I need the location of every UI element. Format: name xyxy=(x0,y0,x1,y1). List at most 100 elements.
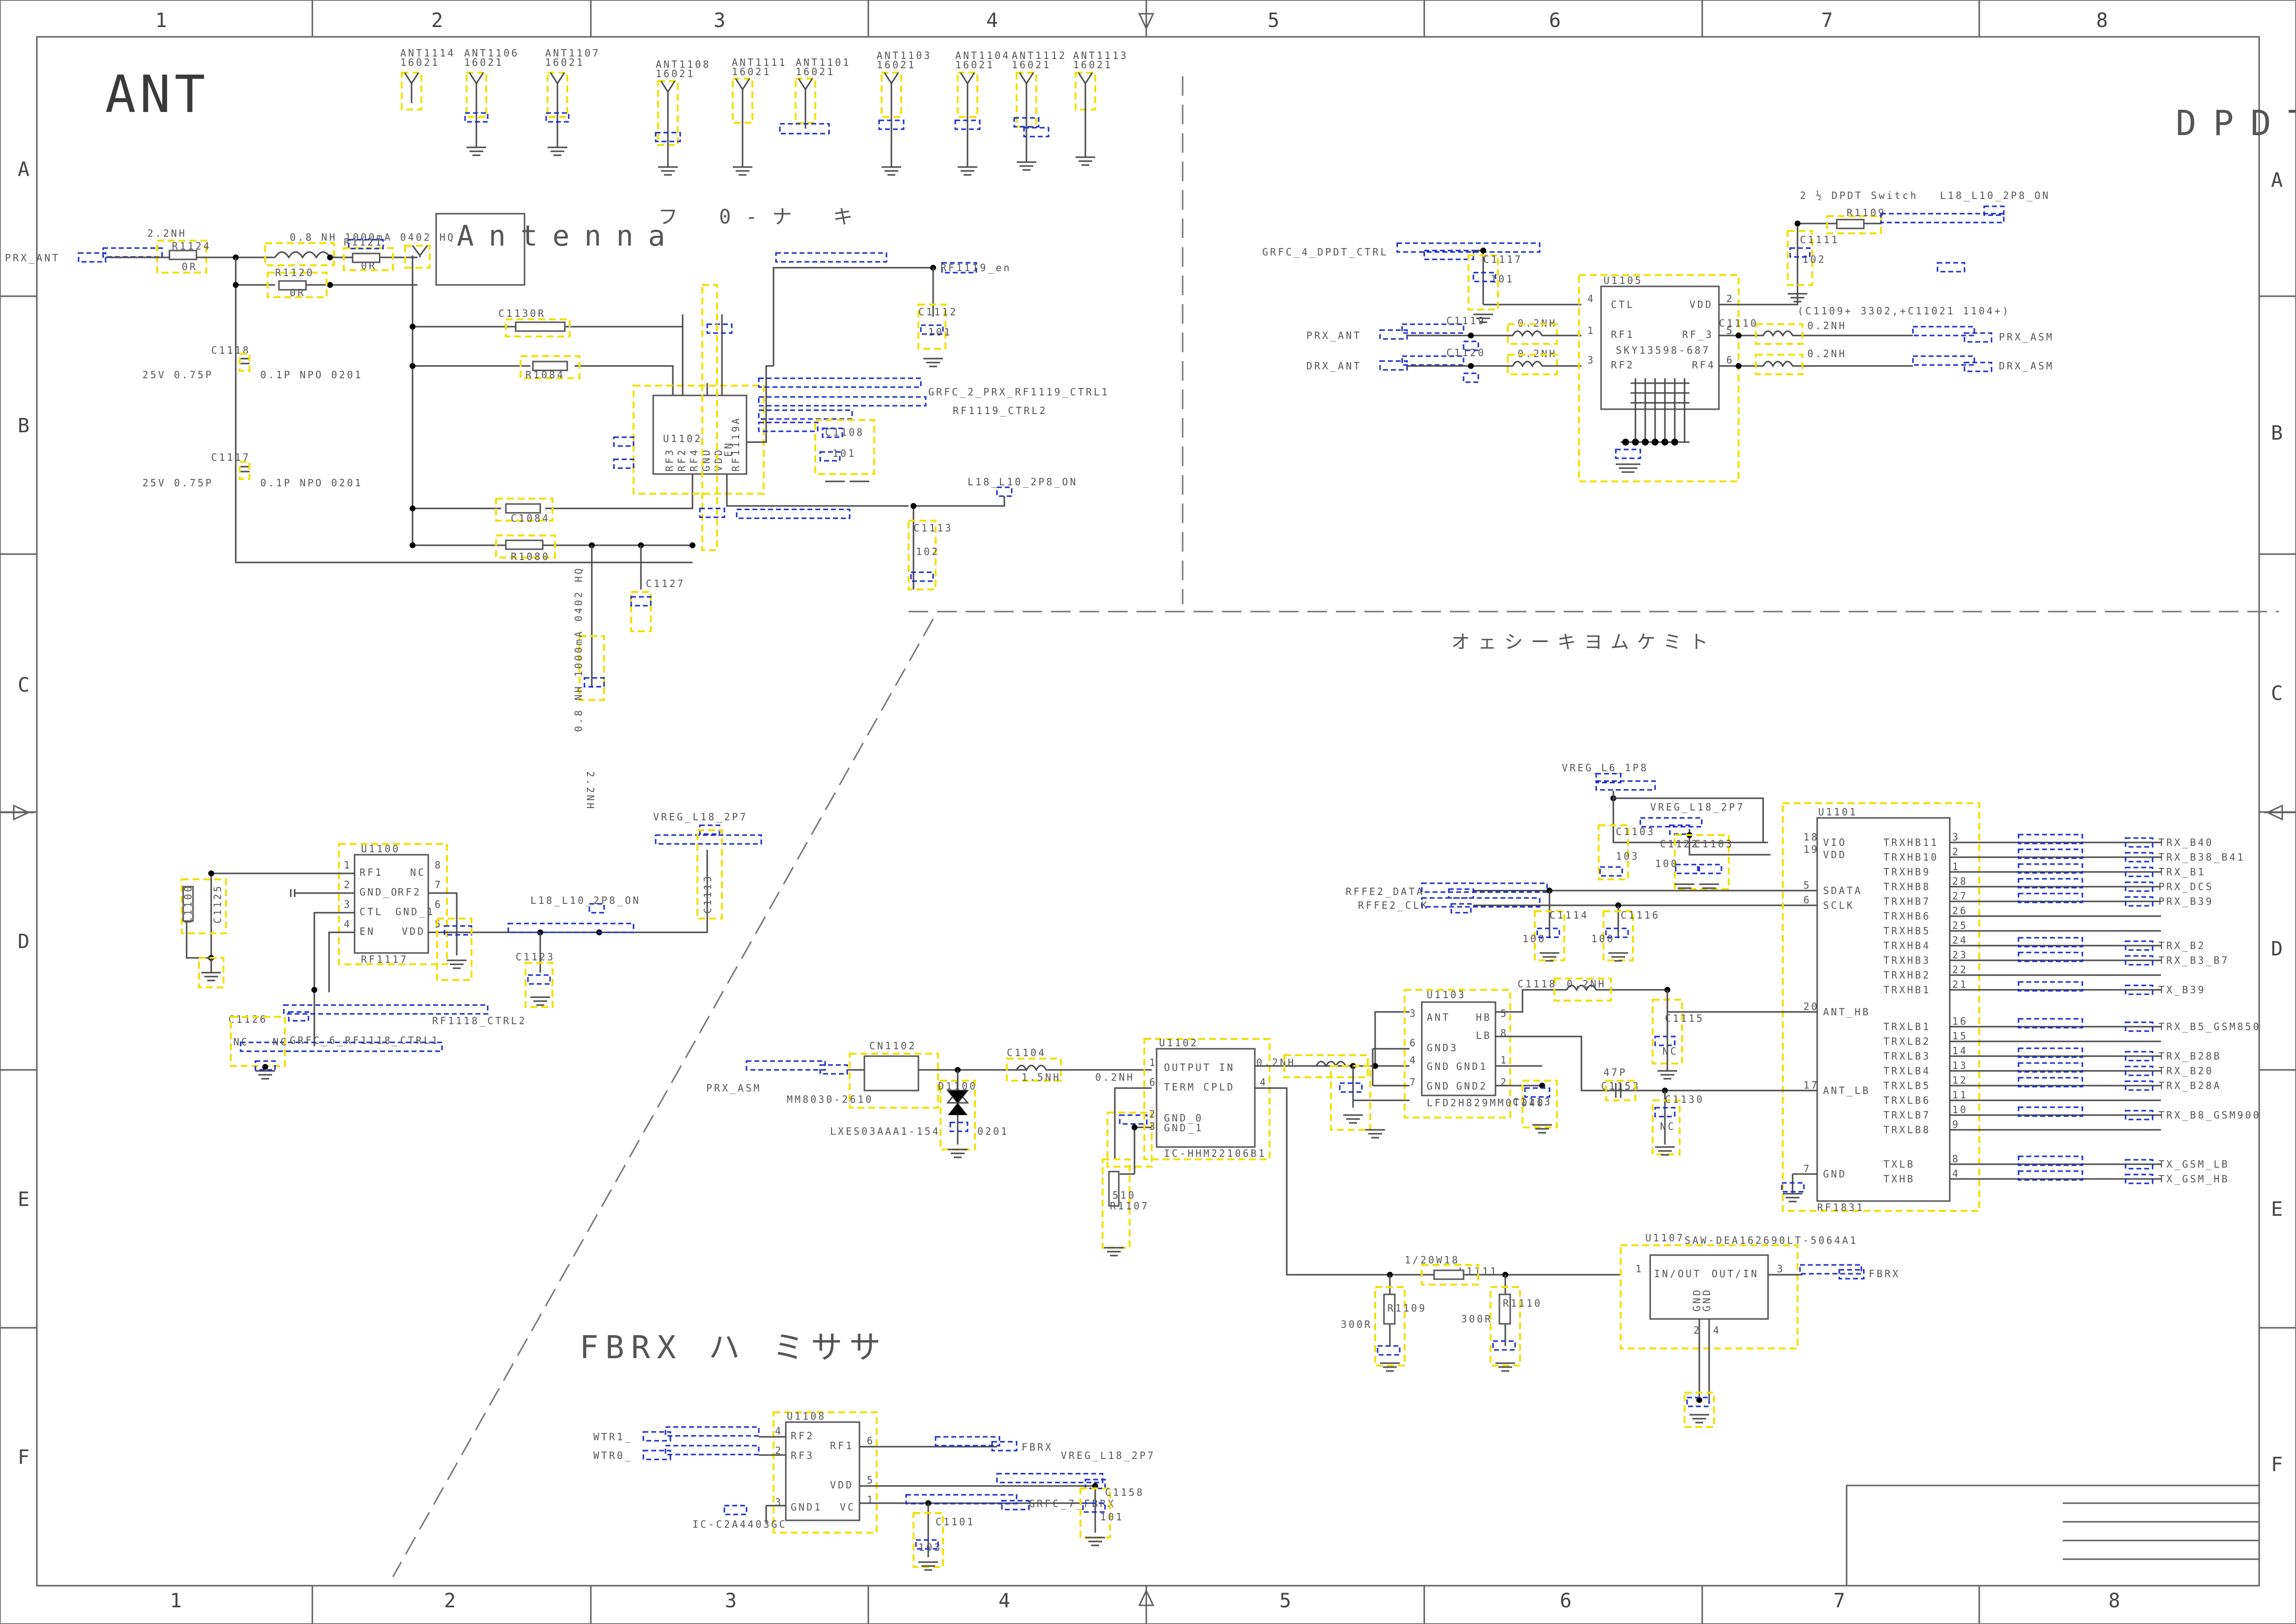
svg-text:GND: GND xyxy=(1691,1288,1703,1312)
svg-text:2.2NH: 2.2NH xyxy=(584,771,596,811)
pin-name: TXHB xyxy=(1883,1173,1915,1185)
svg-text:C1130R: C1130R xyxy=(498,308,546,319)
svg-text:101: 101 xyxy=(1100,1511,1124,1523)
col-label: 2 xyxy=(431,9,443,32)
svg-text:GND: GND xyxy=(1701,1288,1713,1312)
svg-text:16021: 16021 xyxy=(656,68,695,80)
net-flag xyxy=(2018,1170,2083,1181)
pin-number: 25 xyxy=(1952,920,1968,931)
pin-name: TRXHB6 xyxy=(1883,910,1931,922)
net-port xyxy=(2125,940,2154,951)
net-flag xyxy=(2018,863,2083,874)
svg-text:0.2NH: 0.2NH xyxy=(1567,978,1606,990)
svg-text:U1100: U1100 xyxy=(361,843,400,855)
svg-text:ANT1111: ANT1111 xyxy=(732,56,787,68)
prx-asm-area: PRX_ASM CN1102 MM8030-2610 D1100 LXES03A… xyxy=(706,1040,1153,1257)
svg-text:RF2: RF2 xyxy=(1611,359,1634,371)
svg-text:5: 5 xyxy=(1726,325,1734,336)
svg-text:47P: 47P xyxy=(1604,1066,1627,1078)
svg-text:16021: 16021 xyxy=(400,56,440,68)
svg-text:7: 7 xyxy=(435,879,443,891)
svg-text:GND_O: GND_O xyxy=(360,886,399,898)
svg-text:5: 5 xyxy=(867,1474,875,1486)
svg-text:PRX_ASM: PRX_ASM xyxy=(1999,331,2054,343)
net-label: TRX_B38_B41 xyxy=(2158,851,2245,863)
svg-text:0.8 NH 1000mA 0402 HQ: 0.8 NH 1000mA 0402 HQ xyxy=(573,566,584,732)
svg-text:PRX_ANT: PRX_ANT xyxy=(1306,330,1361,341)
svg-text:3: 3 xyxy=(1587,354,1595,366)
svg-text:C1125: C1125 xyxy=(212,884,223,924)
net-label: TRX_B2 xyxy=(2158,940,2206,952)
svg-text:2 ½ DPDT Switch: 2 ½ DPDT Switch xyxy=(1800,190,1918,201)
svg-text:4: 4 xyxy=(1260,1076,1268,1088)
svg-text:TERM CPLD: TERM CPLD xyxy=(1164,1081,1235,1093)
svg-text:1: 1 xyxy=(1149,1057,1157,1068)
svg-text:RF4: RF4 xyxy=(1692,359,1715,371)
pin-number: 5 xyxy=(1803,879,1811,891)
svg-text:C1113: C1113 xyxy=(702,874,714,914)
svg-text:0.2NH: 0.2NH xyxy=(1807,320,1847,332)
col-label: 7 xyxy=(1821,9,1833,32)
svg-text:4: 4 xyxy=(1587,293,1595,305)
net-label: TX_GSM_HB xyxy=(2158,1173,2229,1185)
svg-text:RF1117: RF1117 xyxy=(361,953,408,965)
svg-text:GND1: GND1 xyxy=(791,1501,822,1513)
net-flag xyxy=(2018,1106,2083,1117)
svg-text:ANT1104: ANT1104 xyxy=(955,50,1010,61)
svg-text:0.2NH: 0.2NH xyxy=(1095,1071,1134,1083)
svg-text:R1124: R1124 xyxy=(172,240,211,252)
svg-text:100: 100 xyxy=(1655,858,1679,869)
svg-text:VREG_L18_2P7: VREG_L18_2P7 xyxy=(1061,1450,1156,1461)
svg-text:3: 3 xyxy=(1149,1120,1157,1132)
col-label: 8 xyxy=(2108,1590,2120,1612)
svg-text:R1107: R1107 xyxy=(1110,1200,1149,1212)
row-label: A xyxy=(18,158,29,181)
svg-text:16021: 16021 xyxy=(732,66,771,78)
svg-text:R1109: R1109 xyxy=(1847,207,1886,219)
svg-text:IN/OUT: IN/OUT xyxy=(1654,1268,1701,1280)
svg-text:GND_1: GND_1 xyxy=(395,906,435,918)
net-label: TRX_B20 xyxy=(2158,1065,2213,1077)
svg-text:4: 4 xyxy=(344,918,352,930)
net-port xyxy=(2125,1021,2154,1032)
section-separators xyxy=(392,76,2279,1577)
svg-text:102: 102 xyxy=(1802,253,1826,265)
svg-text:C1119: C1119 xyxy=(1446,315,1486,327)
svg-text:16021: 16021 xyxy=(1012,59,1051,71)
svg-text:RF1: RF1 xyxy=(830,1440,854,1452)
pin-number: 26 xyxy=(1952,905,1968,917)
svg-text:0.2NH: 0.2NH xyxy=(1807,348,1847,360)
antenna-box: Antenna フ 0-ナ キ xyxy=(435,206,853,286)
svg-text:100: 100 xyxy=(1522,933,1546,945)
svg-text:2: 2 xyxy=(344,879,352,891)
svg-text:C1122: C1122 xyxy=(1660,838,1699,850)
row-label: B xyxy=(2271,422,2283,445)
pin-name: VIO xyxy=(1823,837,1847,848)
svg-text:RF1119_CTRL2: RF1119_CTRL2 xyxy=(953,405,1048,417)
pin-number: 24 xyxy=(1952,934,1968,946)
svg-text:NC: NC xyxy=(273,1036,288,1048)
svg-text:RFFE2_CLK: RFFE2_CLK xyxy=(1358,899,1429,911)
svg-text:RF1118_CTRL2: RF1118_CTRL2 xyxy=(432,1015,527,1027)
pin-name: TRXHB8 xyxy=(1883,881,1931,893)
svg-text:RF1119A: RF1119A xyxy=(730,417,742,472)
column-labels-top: 1 2 3 4 5 6 7 8 xyxy=(155,9,2108,32)
pin-name: TRXHB4 xyxy=(1883,940,1931,952)
svg-text:RFFE2_DATA: RFFE2_DATA xyxy=(1346,886,1424,897)
svg-text:RF1: RF1 xyxy=(360,867,383,878)
svg-text:U1105: U1105 xyxy=(1604,275,1643,286)
svg-text:MM8030-2610: MM8030-2610 xyxy=(787,1093,873,1105)
pin-name: VDD xyxy=(1823,849,1847,861)
